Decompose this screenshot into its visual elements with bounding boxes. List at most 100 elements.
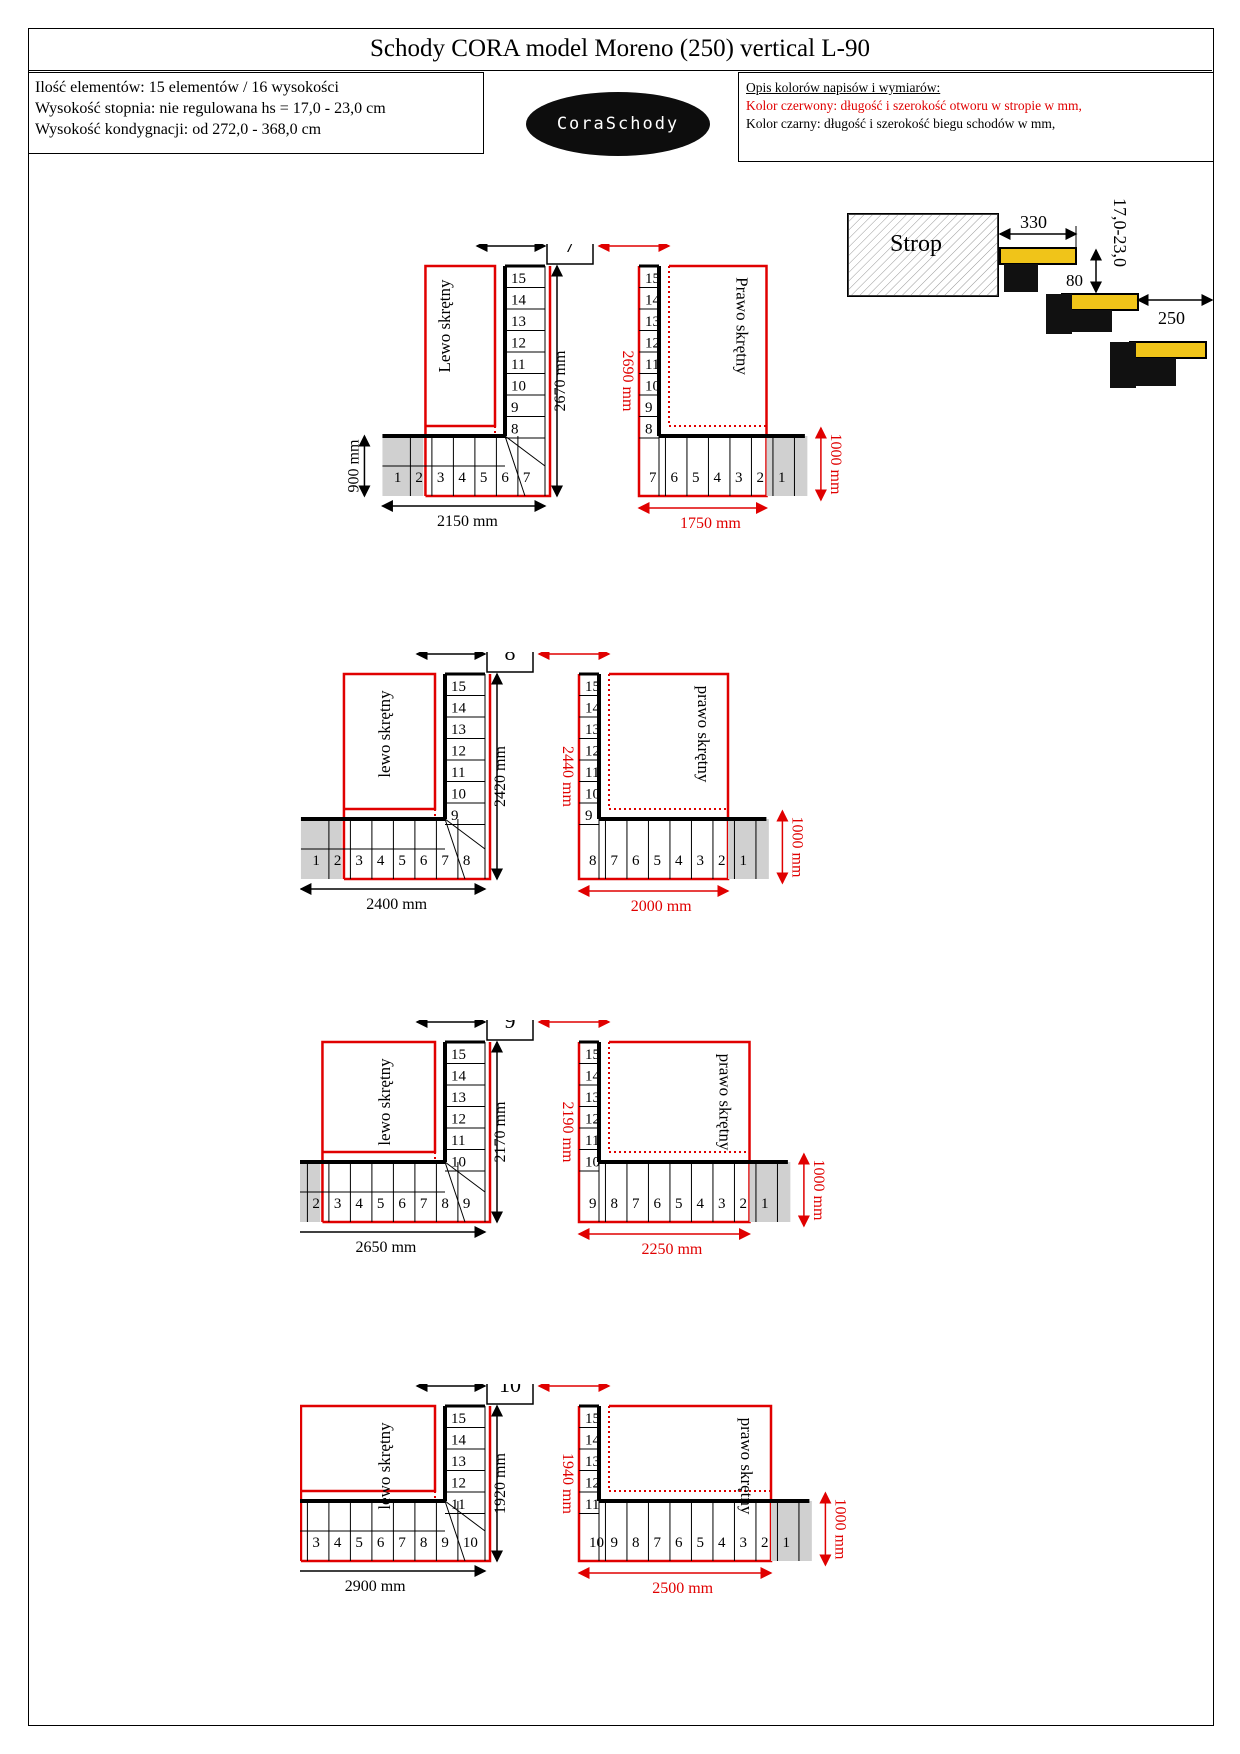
step-number: 11: [451, 1497, 465, 1513]
step-number: 1: [739, 853, 747, 869]
step-number: 3: [739, 1535, 747, 1551]
step-number: 15: [585, 1047, 600, 1063]
step-number: 7: [610, 853, 618, 869]
step-number: 13: [645, 314, 660, 330]
step-number: 6: [501, 470, 509, 486]
step-number: 8: [420, 1535, 428, 1551]
winder-line: [444, 1161, 466, 1223]
step-number: 14: [451, 1069, 467, 1085]
number-badge: [486, 1020, 534, 1041]
stair-plan-10: 123456789101514131211lewo skrętny900 mm2…: [300, 1384, 848, 1597]
step-number: 7: [649, 470, 657, 486]
winder-line: [444, 1161, 486, 1193]
dim-width-right-text: 1000 mm: [545, 652, 606, 654]
step-number: 14: [585, 1069, 601, 1085]
dim-width-right-text: 1000 mm: [545, 1384, 606, 1386]
step-number: 8: [632, 1535, 640, 1551]
step-number: 12: [451, 1476, 466, 1492]
step-number: 2: [334, 853, 342, 869]
step-number: 2: [761, 1535, 769, 1551]
number-badge: [486, 652, 534, 673]
number-badge: [486, 1384, 534, 1405]
step-number: 1: [312, 853, 320, 869]
step-number: 12: [451, 1112, 466, 1128]
step-number: 2: [756, 470, 764, 486]
dim-total-right-text: 2250 mm: [641, 1241, 702, 1258]
step-number: 15: [451, 679, 466, 695]
step-number: 13: [585, 1454, 600, 1470]
legend-heading: Opis kolorów napisów i wymiarów:: [746, 80, 941, 95]
dim-total-left-text: 2900 mm: [345, 1578, 406, 1595]
step-number: 6: [398, 1196, 406, 1212]
step-number: 11: [511, 357, 525, 373]
step-number: 7: [441, 853, 449, 869]
opening-frame-left: [343, 674, 492, 881]
step-number: 13: [451, 722, 466, 738]
opening-frame-left: [322, 1042, 492, 1224]
step-number: 8: [463, 853, 471, 869]
step-number: 5: [675, 1196, 683, 1212]
cora-logo: CoraSchody: [526, 92, 710, 156]
step-number: 3: [696, 853, 704, 869]
number-badge-text: 9: [505, 1020, 516, 1033]
step-number: 6: [377, 1535, 385, 1551]
step-number: 9: [463, 1196, 471, 1212]
step-number: 14: [511, 293, 527, 309]
step-number: 2: [739, 1196, 747, 1212]
info-box: Ilość elementów: 15 elementów / 16 wysok…: [28, 72, 484, 154]
winder-line: [444, 1500, 486, 1532]
step-number: 11: [585, 1497, 599, 1513]
dim-side-right-text: 1000 mm: [788, 817, 805, 878]
step-number: 4: [696, 1196, 704, 1212]
step-number: 13: [451, 1090, 466, 1106]
color-legend-box: Opis kolorów napisów i wymiarów: Kolor c…: [738, 72, 1214, 162]
left-turn-label: lewo skrętny: [375, 1058, 394, 1146]
step-number: 10: [511, 379, 526, 395]
step-number: 4: [334, 1535, 342, 1551]
dim-width-right-text: 1000 mm: [605, 244, 666, 246]
dim-side-right-text: 1000 mm: [810, 1160, 827, 1221]
step-number: 15: [585, 1411, 600, 1427]
dim-side-right-text: 1000 mm: [831, 1499, 848, 1560]
step-number: 7: [398, 1535, 406, 1551]
step-number: 5: [653, 853, 661, 869]
step-number: 6: [675, 1535, 683, 1551]
dim-width-right-text: 1000 mm: [545, 1020, 606, 1022]
dim-run-height-text: 2170 mm: [492, 1101, 509, 1162]
right-turn-label: prawo skrętny: [715, 1054, 734, 1151]
legend-black-line: Kolor czarny: długość i szerokość biegu …: [746, 116, 1056, 131]
dim-total-left-text: 2650 mm: [355, 1239, 416, 1256]
dim-total-right-text: 1750 mm: [680, 515, 741, 532]
step-number: 9: [511, 400, 519, 416]
step-number: 12: [585, 1112, 600, 1128]
winder-line: [504, 435, 546, 467]
dim-opening-height-text: 2190 mm: [559, 1102, 576, 1163]
step-number: 1: [782, 1535, 790, 1551]
dim-250: 250: [1158, 308, 1185, 328]
step-number: 10: [451, 1155, 466, 1171]
step-number: 15: [585, 679, 600, 695]
step-number: 12: [511, 336, 526, 352]
step-number: 12: [585, 1476, 600, 1492]
step-number: 10: [589, 1535, 604, 1551]
dim-width-left-text: 900 mm: [477, 244, 530, 246]
step-number: 6: [670, 470, 678, 486]
number-badge-text: 7: [565, 244, 576, 257]
dim-80: 80: [1066, 271, 1083, 290]
page-title: Schody CORA model Moreno (250) vertical …: [370, 35, 870, 62]
dim-total-right-text: 2000 mm: [631, 898, 692, 915]
winder-line: [444, 818, 486, 850]
step-number: 13: [511, 314, 526, 330]
right-turn-label: Prawo skrętny: [732, 277, 751, 375]
page-frame: [28, 28, 1214, 1726]
number-badge: [546, 244, 594, 265]
step-number: 3: [718, 1196, 726, 1212]
step-number: 14: [451, 1433, 467, 1449]
opening-dotted-right: [668, 266, 767, 427]
left-turn-label: Lewo skrętny: [435, 279, 454, 373]
step-number: 5: [377, 1196, 385, 1212]
step-number: 10: [585, 1155, 600, 1171]
step-number: 8: [610, 1196, 618, 1212]
